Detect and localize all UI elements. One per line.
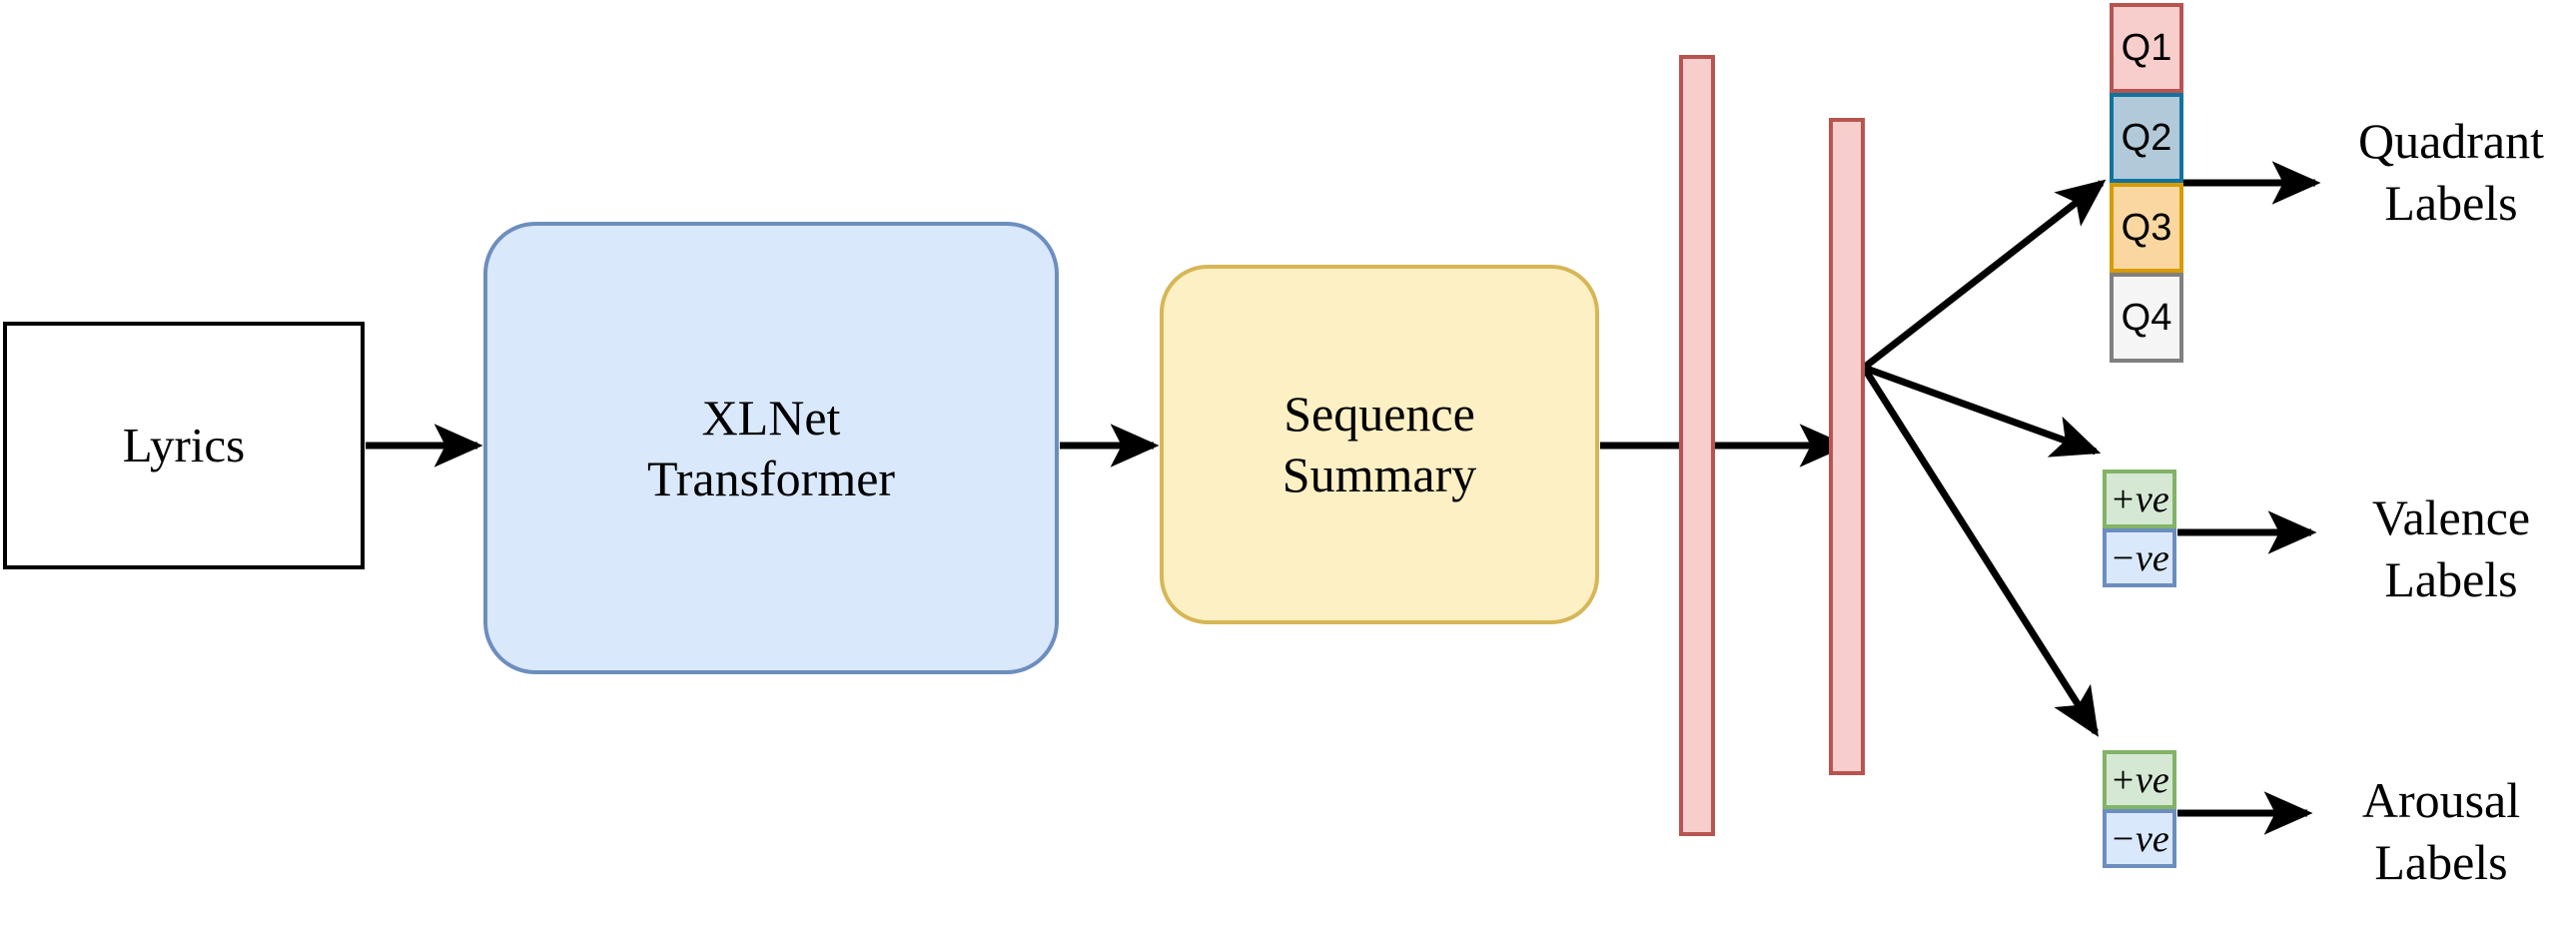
node-xlnet-transformer[interactable]: XLNet Transformer [483,222,1059,674]
arrow-dense-to-quadrant [1861,179,2107,371]
node-lyrics-label: Lyrics [122,418,246,473]
node-sequence-summary-label: Sequence Summary [1282,386,1477,502]
arrow-dense-to-arousal [1861,366,2100,737]
dense-layer-bar-2[interactable] [1829,118,1865,775]
dense-layer-bar-1[interactable] [1679,55,1715,836]
quadrant-cell-q1[interactable]: Q1 [2110,3,2183,93]
valence-class-stack: +ve −ve [2103,469,2176,587]
valence-output-label: Valence Labels [2371,489,2531,607]
arousal-class-stack: +ve −ve [2103,750,2176,868]
node-xlnet-label: XLNet Transformer [646,389,896,506]
quadrant-cell-q1-label: Q1 [2121,26,2172,69]
quadrant-cell-q2[interactable]: Q2 [2110,93,2183,183]
quadrant-cell-q3[interactable]: Q3 [2110,183,2183,273]
node-sequence-summary[interactable]: Sequence Summary [1160,265,1599,624]
arousal-cell-positive[interactable]: +ve [2103,750,2176,809]
quadrant-cell-q3-label: Q3 [2121,206,2172,249]
arousal-output-label: Arousal Labels [2361,772,2521,890]
valence-cell-negative-label: −ve [2110,536,2169,579]
node-lyrics-input[interactable]: Lyrics [3,322,365,569]
valence-cell-positive[interactable]: +ve [2103,469,2176,528]
arousal-cell-negative-label: −ve [2110,817,2169,860]
arrow-dense-to-valence [1862,364,2102,458]
valence-cell-positive-label: +ve [2110,477,2169,520]
quadrant-cell-q4-label: Q4 [2121,296,2172,339]
quadrant-cell-q4[interactable]: Q4 [2110,273,2183,363]
quadrant-output-label: Quadrant Labels [2357,113,2545,231]
valence-cell-negative[interactable]: −ve [2103,528,2176,587]
arousal-cell-negative[interactable]: −ve [2103,809,2176,868]
quadrant-cell-q2-label: Q2 [2121,116,2172,159]
quadrant-class-stack: Q1 Q2 Q3 Q4 [2110,3,2183,363]
arousal-cell-positive-label: +ve [2110,758,2169,801]
